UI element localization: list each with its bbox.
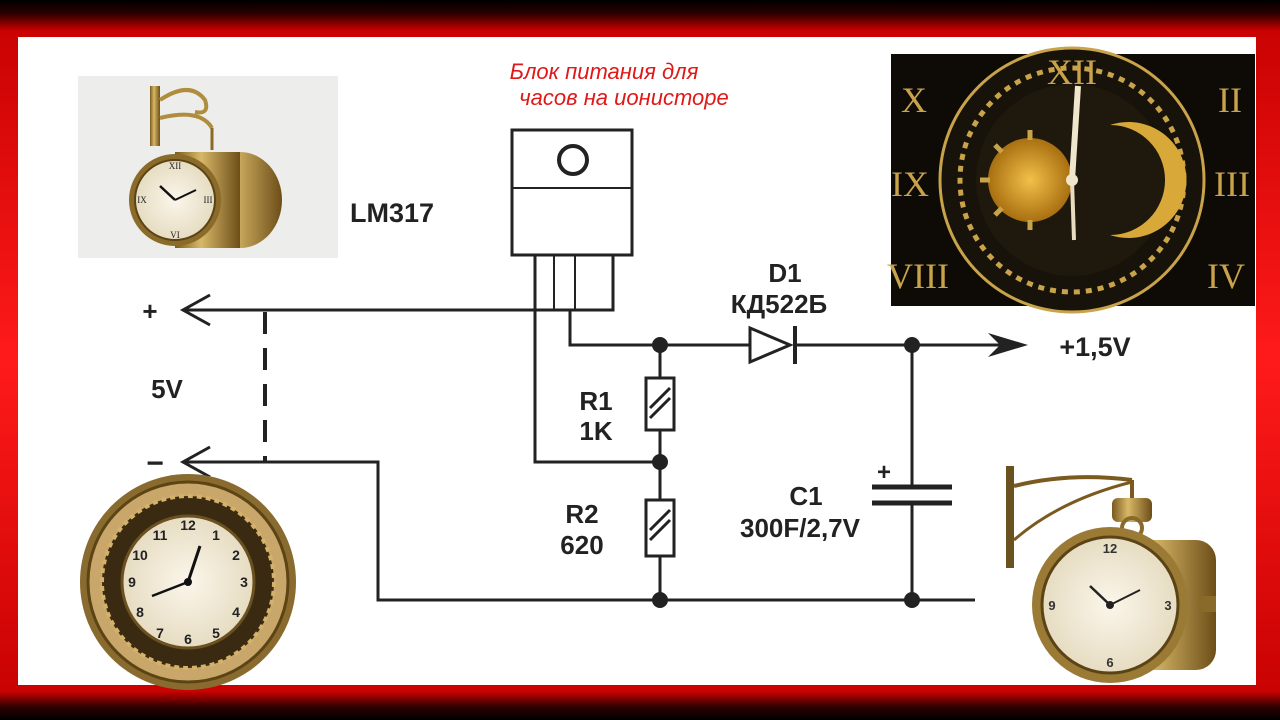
- clock-bracket-station-photo: 12 6 9 3: [1006, 466, 1216, 683]
- svg-text:IV: IV: [1207, 256, 1245, 296]
- junction-dots: [652, 337, 920, 608]
- r1-ref: R1: [579, 386, 612, 416]
- c1-ref: C1: [789, 481, 822, 511]
- diode-ref: D1: [768, 258, 801, 288]
- r2-ref: R2: [565, 499, 598, 529]
- svg-text:XII: XII: [169, 161, 182, 171]
- clock-ornate-round-photo: 12 6 9 3 1 2 4 5 7 8 10 11: [80, 474, 296, 690]
- diagram-title-line2: часов на ионисторе: [519, 85, 729, 110]
- clock-sun-moon-photo: XII II X III IX IV VIII: [887, 46, 1255, 314]
- input-voltage-label: 5V: [151, 374, 183, 404]
- svg-text:12: 12: [180, 517, 196, 533]
- r1-value: 1K: [579, 416, 612, 446]
- clock-top-left-photo: XII VI IX III: [78, 76, 338, 258]
- svg-text:IX: IX: [137, 195, 147, 205]
- regulator-label: LM317: [350, 198, 434, 228]
- diode-d1: [748, 325, 797, 365]
- frame-bottom-edge: [0, 692, 1280, 720]
- output-arrow: [988, 333, 1028, 357]
- svg-text:9: 9: [128, 574, 136, 590]
- svg-text:III: III: [1214, 164, 1250, 204]
- input-plus-arrow: [179, 293, 211, 327]
- input-minus-label: −: [146, 447, 164, 480]
- svg-text:3: 3: [1164, 598, 1171, 613]
- resistor-r2: [644, 498, 676, 558]
- svg-text:12: 12: [1103, 541, 1117, 556]
- capacitor-c1: [872, 484, 952, 506]
- svg-text:9: 9: [1048, 598, 1055, 613]
- input-plus-label: +: [142, 296, 157, 326]
- diode-part: КД522Б: [731, 289, 827, 319]
- svg-text:6: 6: [184, 631, 192, 647]
- diagram-title-line1: Блок питания для: [510, 59, 699, 84]
- svg-text:8: 8: [136, 604, 144, 620]
- svg-text:III: III: [204, 195, 213, 205]
- svg-text:6: 6: [1106, 655, 1113, 670]
- svg-text:3: 3: [240, 574, 248, 590]
- capacitor-plus-sign: +: [877, 459, 891, 486]
- svg-text:II: II: [1218, 80, 1242, 120]
- svg-text:4: 4: [232, 604, 240, 620]
- svg-text:XII: XII: [1047, 52, 1097, 92]
- r2-value: 620: [560, 530, 603, 560]
- lm317-regulator: [510, 128, 634, 312]
- frame-top-edge: [0, 0, 1280, 30]
- regulator-tab: [510, 128, 634, 257]
- svg-text:1: 1: [212, 527, 220, 543]
- wires: [185, 308, 1010, 602]
- svg-text:7: 7: [156, 625, 164, 641]
- resistor-r1: [644, 376, 676, 432]
- svg-text:10: 10: [132, 547, 148, 563]
- svg-text:VI: VI: [170, 230, 180, 240]
- svg-text:2: 2: [232, 547, 240, 563]
- svg-text:X: X: [901, 80, 927, 120]
- output-voltage-label: +1,5V: [1059, 332, 1130, 362]
- c1-value: 300F/2,7V: [740, 513, 861, 543]
- svg-text:11: 11: [153, 527, 168, 543]
- svg-text:VIII: VIII: [887, 256, 949, 296]
- input-minus-arrow: [179, 445, 211, 479]
- regulator-mount-hole: [557, 144, 589, 176]
- svg-text:IX: IX: [891, 164, 929, 204]
- svg-text:5: 5: [212, 625, 220, 641]
